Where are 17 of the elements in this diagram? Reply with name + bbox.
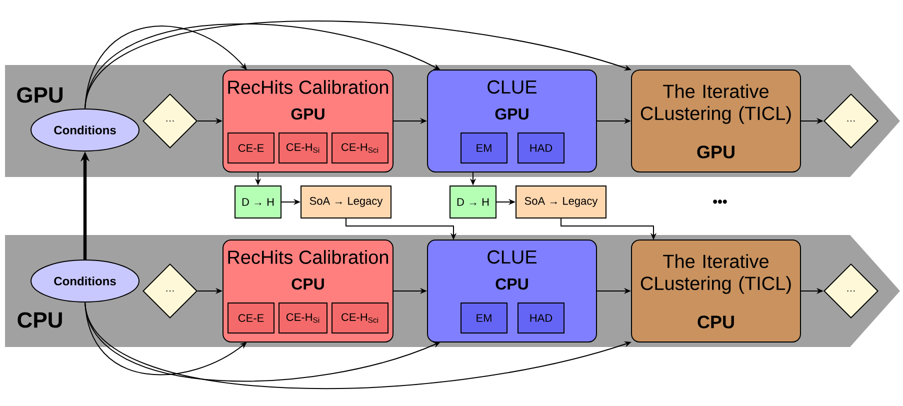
subdetector-box: CE-H$_{Si}$ <box>278 302 328 334</box>
conversion-box: SoA → Legacy <box>300 186 392 218</box>
ticl-box: The Iterative CLustering (TICL) CPU <box>631 240 801 342</box>
subdetector-box: CE-H$_{Sci}$ <box>332 132 388 164</box>
ellipsis-label: ••• <box>713 200 727 204</box>
subdetector-box: CE-H$_{Sci}$ <box>332 302 388 334</box>
subdetector-box: CE-E <box>228 302 274 334</box>
transfer-box: D → H <box>234 186 282 218</box>
subdetector-box: EM <box>460 132 508 164</box>
ticl-box: The Iterative CLustering (TICL) GPU <box>631 70 801 172</box>
transfer-box: D → H <box>450 186 496 218</box>
subdetector-box: HAD <box>518 132 564 164</box>
conversion-box: SoA → Legacy <box>516 186 606 218</box>
subdetector-box: HAD <box>518 302 564 334</box>
subdetector-box: CE-H$_{Si}$ <box>278 132 328 164</box>
subdetector-box: CE-E <box>228 132 274 164</box>
subdetector-box: EM <box>460 302 508 334</box>
